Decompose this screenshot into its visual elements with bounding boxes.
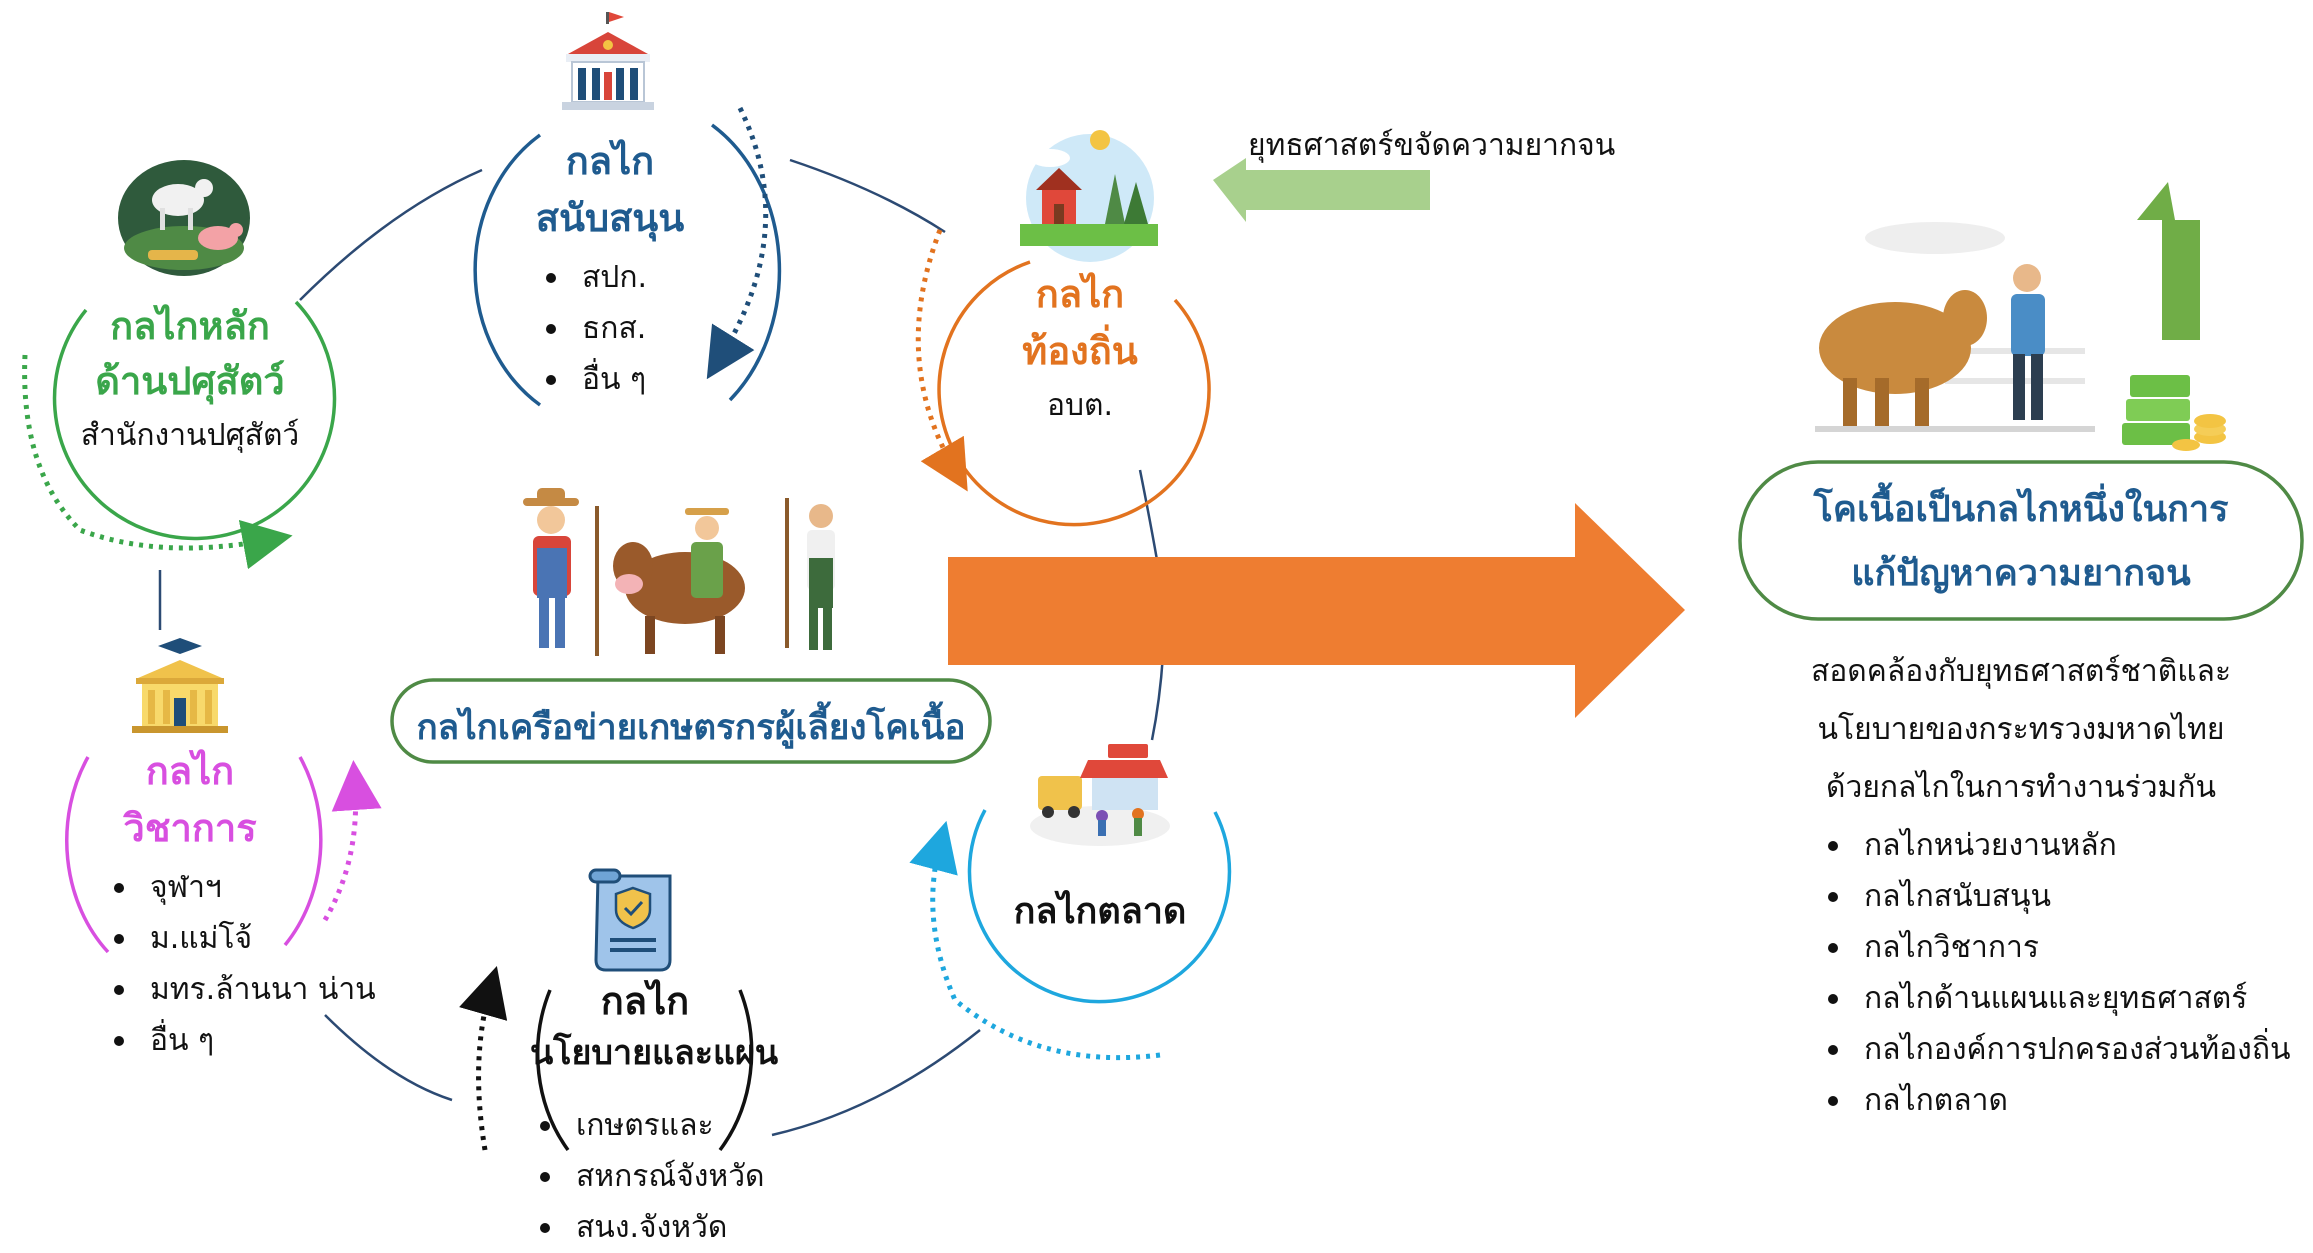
farmers-with-cow-icon <box>523 488 835 656</box>
outcome-desc-3: ด้วยกลไกในการทำงานร่วมกัน <box>1825 770 2216 805</box>
policy-list: เกษตรและ สหกรณ์จังหวัด สนง.จังหวัด <box>534 1100 765 1253</box>
support-ring <box>473 123 782 407</box>
support-title-1: กลไก <box>565 139 655 183</box>
outcome-desc-1: สอดคล้องกับยุทธศาสตร์ชาติและ <box>1810 654 2232 689</box>
strategy-label: ยุทธศาสตร์ขจัดความยากจน <box>1248 128 1616 163</box>
outcome-title-1: โคเนื้อเป็นกลไกหนึ่งในการ <box>1813 489 2229 530</box>
farmer-with-cattle-icon <box>1815 222 2095 432</box>
academic-title-1: กลไก <box>145 749 235 793</box>
cycle-arrows <box>22 106 1161 1151</box>
market-stall-icon <box>1030 744 1170 846</box>
local-ring <box>937 260 1211 527</box>
money-stack-icon <box>2122 375 2226 451</box>
livestock-subtitle: สำนักงานปศุสัตว์ <box>80 418 300 453</box>
livestock-ring <box>52 300 337 541</box>
livestock-title-1: กลไกหลัก <box>110 304 270 348</box>
list-item: จุฬาฯ <box>108 862 376 913</box>
list-item: สปก. <box>540 252 647 303</box>
network-title: กลไกเครือข่ายเกษตรกรผู้เลี้ยงโคเนื้อ <box>416 708 966 748</box>
academic-ring <box>65 756 323 954</box>
list-item: ม.แม่โจ้ <box>108 913 376 964</box>
market-ring <box>967 809 1232 1004</box>
list-item: อื่น ๆ <box>540 354 647 405</box>
network-pill <box>390 678 992 764</box>
countryside-house-icon <box>1020 130 1158 262</box>
list-item: กลไกองค์การปกครองส่วนท้องถิ่น <box>1822 1024 2291 1075</box>
list-item: ธกส. <box>540 303 647 354</box>
livestock-farm-icon <box>118 160 250 276</box>
strategy-arrow <box>1213 158 1430 222</box>
support-list: สปก. ธกส. อื่น ๆ <box>540 252 647 405</box>
local-title-1: กลไก <box>1035 272 1125 316</box>
list-item: เกษตรและ <box>534 1100 765 1151</box>
list-item: สนง.จังหวัด <box>534 1202 765 1253</box>
outcome-list: กลไกหน่วยงานหลัก กลไกสนับสนุน กลไกวิชากา… <box>1822 820 2291 1126</box>
list-item: มทร.ล้านนา น่าน <box>108 964 376 1015</box>
livestock-title-2: ด้านปศุสัตว์ <box>95 359 285 403</box>
growth-arrow <box>2137 182 2200 340</box>
local-subtitle: อบต. <box>1046 388 1114 423</box>
outcome-pill <box>1738 460 2304 621</box>
list-item: กลไกตลาด <box>1822 1075 2291 1126</box>
support-title-2: สนับสนุน <box>535 196 685 240</box>
academic-list: จุฬาฯ ม.แม่โจ้ มทร.ล้านนา น่าน อื่น ๆ <box>108 862 376 1066</box>
academic-title-2: วิชาการ <box>123 806 257 850</box>
market-title: กลไกตลาด <box>1013 891 1187 932</box>
list-item: กลไกหน่วยงานหลัก <box>1822 820 2291 871</box>
list-item: กลไกด้านแผนและยุทธศาสตร์ <box>1822 973 2291 1024</box>
policy-ring <box>535 989 754 1152</box>
policy-document-icon <box>588 868 672 972</box>
list-item: กลไกสนับสนุน <box>1822 871 2291 922</box>
outcome-desc-2: นโยบายของกระทรวงมหาดไทย <box>1817 712 2225 747</box>
outcome-title-2: แก้ปัญหาความยากจน <box>1851 553 2191 594</box>
main-flow-arrow <box>948 503 1685 718</box>
local-title-2: ท้องถิ่น <box>1022 329 1138 373</box>
list-item: อื่น ๆ <box>108 1015 376 1066</box>
policy-title-1: กลไก <box>600 979 690 1023</box>
policy-title-2: นโยบายและแผน <box>530 1033 779 1073</box>
list-item: สหกรณ์จังหวัด <box>534 1151 765 1202</box>
university-icon <box>132 638 228 733</box>
list-item: กลไกวิชาการ <box>1822 922 2291 973</box>
government-building-icon <box>562 12 654 110</box>
connector-lines <box>158 158 1165 1137</box>
